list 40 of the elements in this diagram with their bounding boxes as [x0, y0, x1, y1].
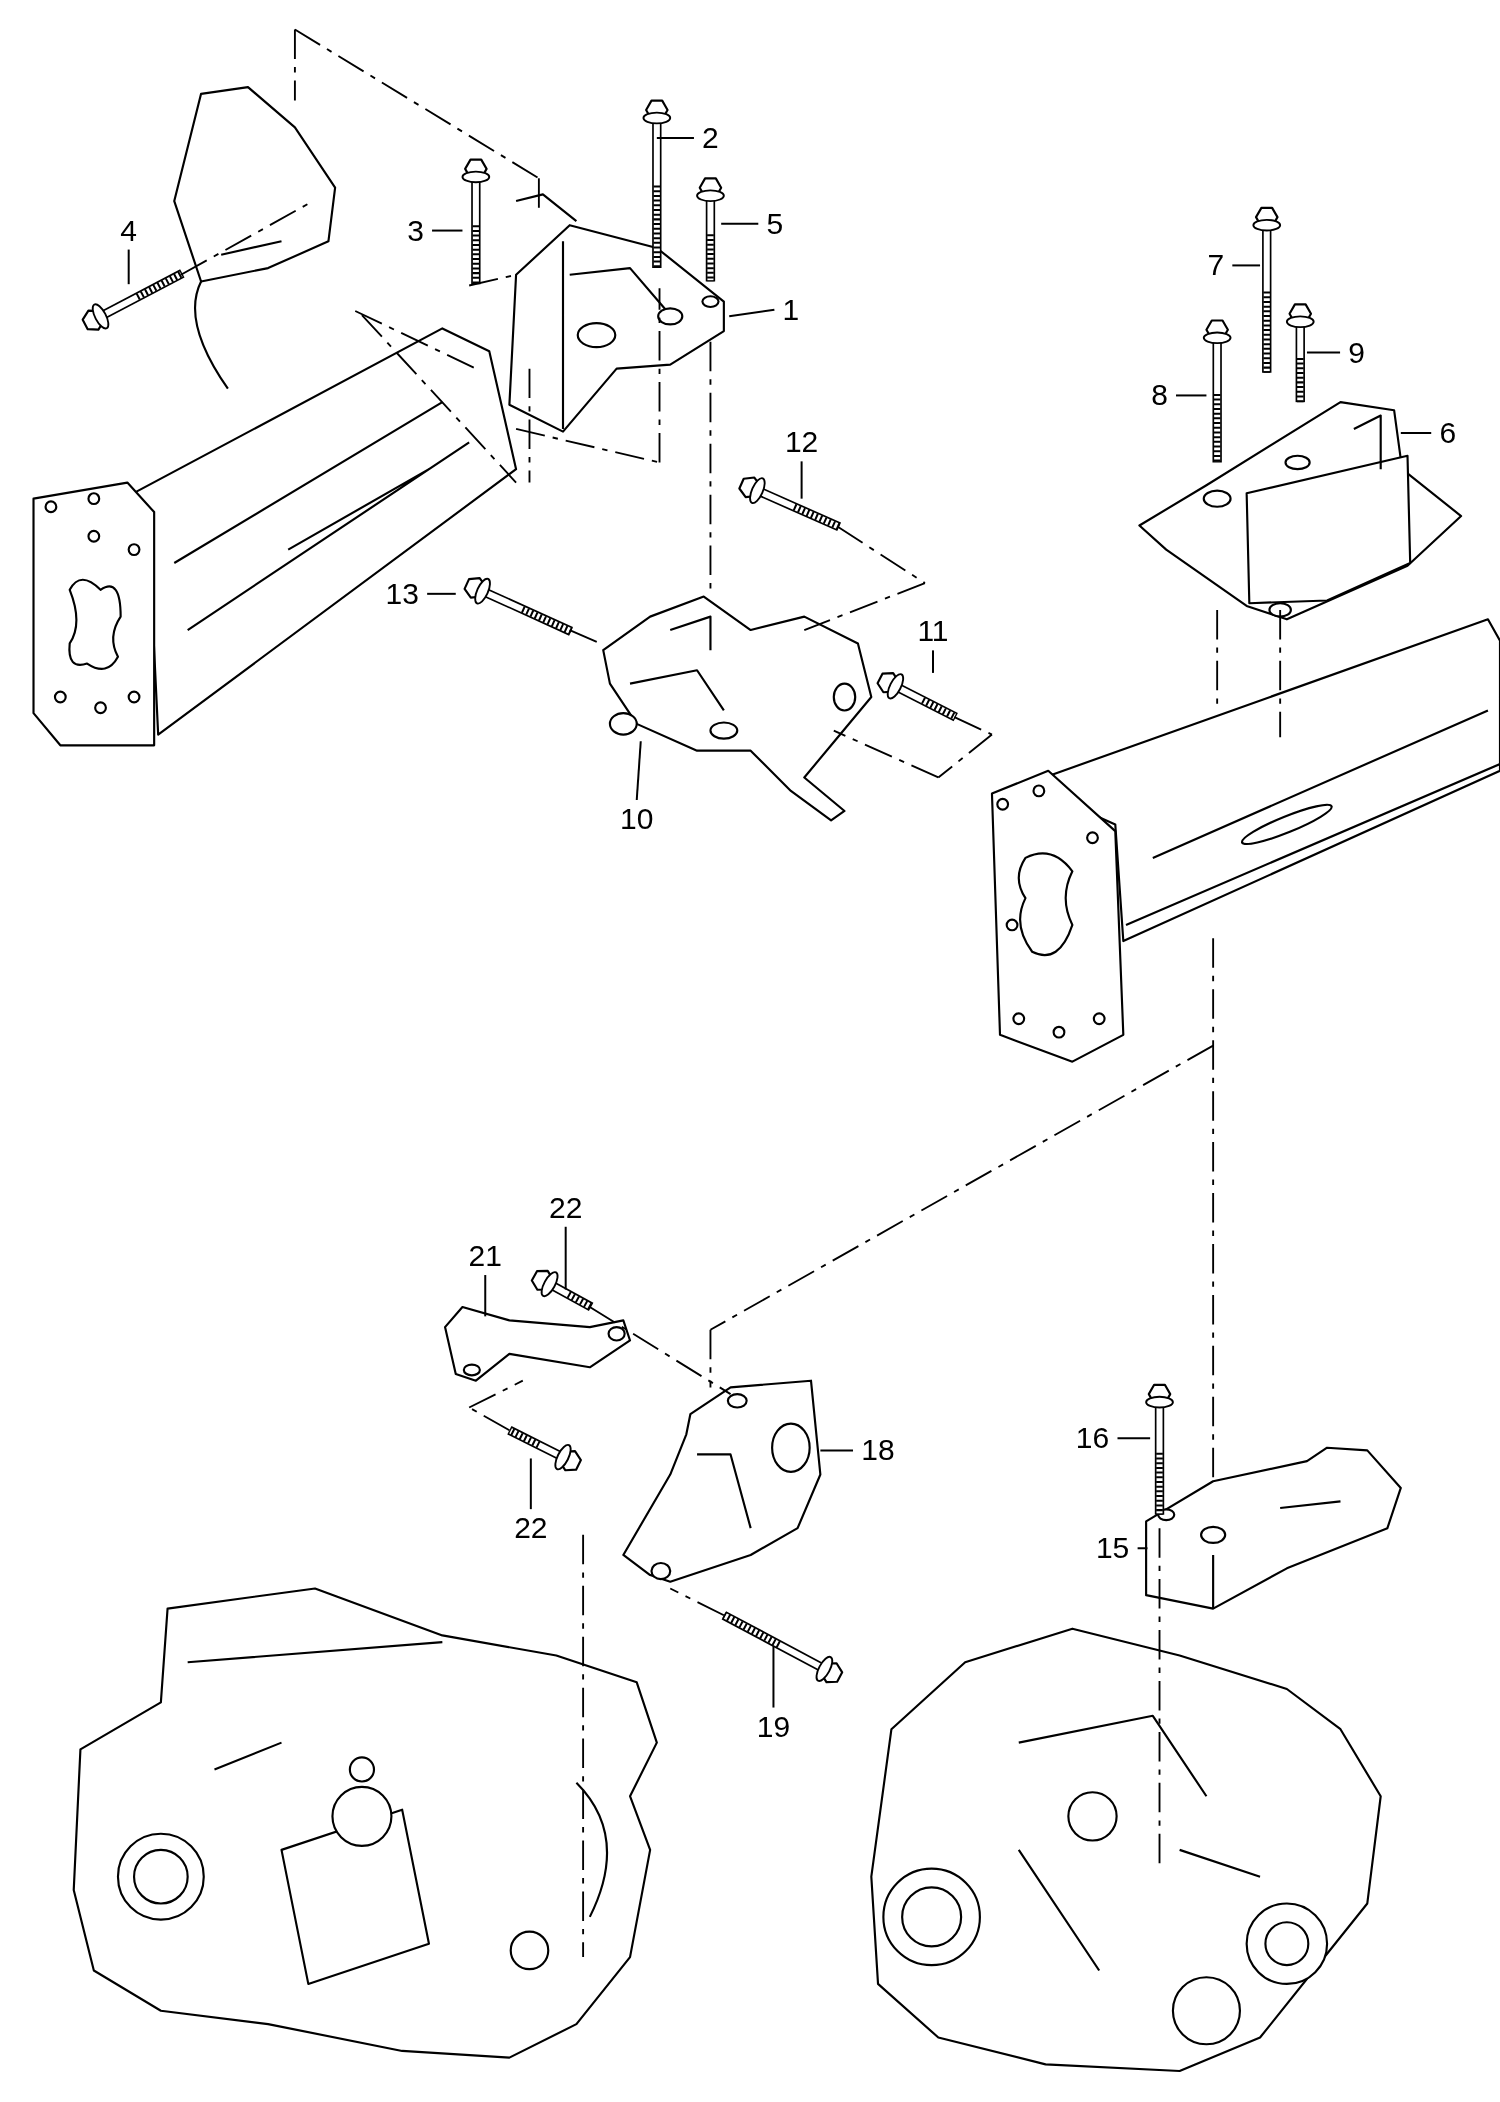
callout-number: 2	[697, 121, 723, 156]
leader-line	[635, 740, 642, 802]
callout-number: 10	[615, 802, 658, 837]
callout-number: 6	[1435, 415, 1461, 450]
leader-line	[1116, 1437, 1152, 1440]
leader-line	[1231, 264, 1262, 267]
leader-line	[529, 1457, 532, 1511]
callout-number: 7	[1203, 248, 1229, 283]
callout-number: 22	[544, 1190, 587, 1225]
leader-line	[1175, 394, 1208, 397]
callout-number: 3	[403, 213, 429, 248]
leader-line	[800, 460, 803, 500]
leader-line	[431, 229, 464, 232]
callout-number: 1	[778, 292, 804, 327]
leader-line	[819, 1449, 854, 1452]
callout-number: 19	[752, 1709, 795, 1744]
callout-number: 5	[762, 206, 788, 241]
leader-line	[127, 248, 130, 286]
leader-line	[1305, 351, 1342, 354]
callout-number: 15	[1091, 1531, 1134, 1566]
callout-number: 22	[509, 1511, 552, 1546]
callout-number: 16	[1071, 1421, 1114, 1456]
callout-number: 11	[911, 614, 954, 649]
leader-line	[426, 592, 457, 595]
leader-line	[1136, 1547, 1149, 1550]
leader-line	[720, 222, 760, 225]
leader-line	[1399, 432, 1433, 434]
leader-line	[772, 1645, 775, 1709]
callout-number: 13	[381, 576, 424, 611]
callout-number: 21	[464, 1239, 507, 1274]
leader-line	[564, 1225, 567, 1291]
callout-number: 4	[116, 213, 142, 248]
leader-line	[932, 649, 934, 674]
callout-number: 12	[780, 425, 823, 460]
leader-line	[655, 137, 695, 140]
callout-number: 8	[1147, 378, 1172, 413]
leader-line	[728, 308, 776, 318]
callout-number: 9	[1344, 335, 1370, 370]
leader-line	[484, 1274, 487, 1318]
callout-number: 18	[857, 1433, 899, 1468]
